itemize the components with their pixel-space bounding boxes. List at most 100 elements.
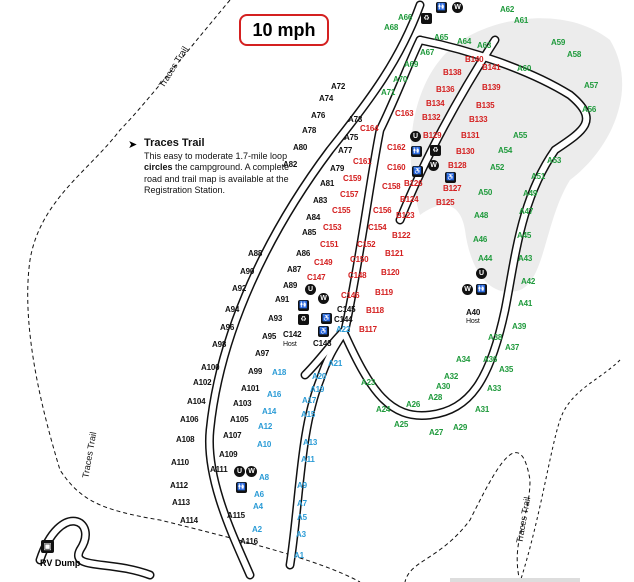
campsite-label[interactable]: A41 <box>518 299 533 308</box>
campsite-label[interactable]: C151 <box>320 240 339 249</box>
campsite-label[interactable]: A7 <box>297 499 307 508</box>
campsite-label[interactable]: A77 <box>338 146 353 155</box>
campsite-label[interactable]: C147 <box>307 273 326 282</box>
campsite-label[interactable]: A47 <box>519 207 534 216</box>
campsite-label[interactable]: A61 <box>514 16 529 25</box>
campsite-label[interactable]: A48 <box>474 211 489 220</box>
campsite-label[interactable]: A113 <box>172 498 190 507</box>
campsite-label[interactable]: A99 <box>248 367 263 376</box>
campsite-label[interactable]: B130 <box>456 147 475 156</box>
campsite-label[interactable]: A78 <box>302 126 317 135</box>
campsite-label[interactable]: A46 <box>473 235 488 244</box>
campsite-label[interactable]: A51 <box>531 172 546 181</box>
campsite-label[interactable]: A97 <box>255 349 270 358</box>
campsite-label[interactable]: B139 <box>482 83 501 92</box>
campsite-label[interactable]: A3 <box>296 530 306 539</box>
campsite-label[interactable]: B131 <box>461 131 480 140</box>
campsite-label[interactable]: B122 <box>392 231 411 240</box>
campsite-label[interactable]: A102 <box>193 378 212 387</box>
campsite-label[interactable]: B123 <box>396 211 415 220</box>
campsite-label[interactable]: A101 <box>241 384 260 393</box>
campsite-label[interactable]: C154 <box>368 223 387 232</box>
campsite-label[interactable]: A91 <box>275 295 290 304</box>
campsite-label[interactable]: C164 <box>360 124 379 133</box>
campsite-label[interactable]: B140 <box>465 55 484 64</box>
campsite-label[interactable]: A93 <box>268 314 283 323</box>
campsite-label[interactable]: A62 <box>500 5 515 14</box>
campsite-label[interactable]: A106 <box>180 415 199 424</box>
campsite-label[interactable]: C142 <box>283 330 302 339</box>
campsite-label[interactable]: A14 <box>262 407 277 416</box>
campsite-label[interactable]: B136 <box>436 85 455 94</box>
campsite-label[interactable]: A75 <box>344 133 359 142</box>
campsite-label[interactable]: A22 <box>336 325 351 334</box>
campsite-label[interactable]: A21 <box>328 359 343 368</box>
campsite-label[interactable]: A32 <box>444 372 459 381</box>
campsite-label[interactable]: A82 <box>283 160 298 169</box>
campsite-label[interactable]: A25 <box>394 420 409 429</box>
campsite-label[interactable]: A29 <box>453 423 468 432</box>
campsite-label[interactable]: A27 <box>429 428 444 437</box>
campsite-label[interactable]: A33 <box>487 384 502 393</box>
campsite-label[interactable]: A31 <box>475 405 490 414</box>
campsite-label[interactable]: B125 <box>436 198 455 207</box>
campsite-label[interactable]: A81 <box>320 179 335 188</box>
campsite-label[interactable]: A87 <box>287 265 302 274</box>
campsite-label[interactable]: C150 <box>350 255 369 264</box>
campsite-label[interactable]: C158 <box>382 182 401 191</box>
campsite-label[interactable]: A36 <box>483 355 498 364</box>
campsite-label[interactable]: A80 <box>293 143 308 152</box>
campsite-label[interactable]: A30 <box>436 382 451 391</box>
campsite-label[interactable]: A108 <box>176 435 195 444</box>
campsite-label[interactable]: A49 <box>523 189 538 198</box>
campsite-label[interactable]: A5 <box>297 513 307 522</box>
campsite-label[interactable]: A71 <box>381 88 396 97</box>
campsite-label[interactable]: B118 <box>366 306 384 315</box>
campsite-label[interactable]: A39 <box>512 322 527 331</box>
campsite-label[interactable]: A15 <box>301 410 316 419</box>
campsite-label[interactable]: A59 <box>551 38 566 47</box>
campsite-label[interactable]: A98 <box>212 340 227 349</box>
campsite-label[interactable]: B129 <box>423 131 442 140</box>
campsite-label[interactable]: A79 <box>330 164 345 173</box>
campsite-label[interactable]: A45 <box>517 231 532 240</box>
campsite-label[interactable]: A73 <box>348 115 363 124</box>
campsite-label[interactable]: C159 <box>343 174 362 183</box>
campsite-label[interactable]: A35 <box>499 365 514 374</box>
campsite-label[interactable]: A20 <box>312 372 327 381</box>
campsite-label[interactable]: A90 <box>240 267 255 276</box>
campsite-label[interactable]: A112 <box>170 481 188 490</box>
campsite-label[interactable]: A76 <box>311 111 326 120</box>
campsite-label[interactable]: A109 <box>219 450 238 459</box>
campsite-label[interactable]: A85 <box>302 228 317 237</box>
campsite-label[interactable]: A53 <box>547 156 562 165</box>
campsite-label[interactable]: A37 <box>505 343 520 352</box>
campsite-label[interactable]: A54 <box>498 146 513 155</box>
campsite-label[interactable]: A57 <box>584 81 599 90</box>
campsite-label[interactable]: B121 <box>385 249 404 258</box>
campsite-label[interactable]: B134 <box>426 99 445 108</box>
campsite-label[interactable]: A4 <box>253 502 263 511</box>
campsite-label[interactable]: A55 <box>513 131 528 140</box>
campsite-label[interactable]: B128 <box>448 161 467 170</box>
campsite-label[interactable]: C146 <box>341 291 360 300</box>
campsite-label[interactable]: A115 <box>227 511 245 520</box>
campsite-label[interactable]: A8 <box>259 473 269 482</box>
campsite-label[interactable]: A52 <box>490 163 505 172</box>
campsite-label[interactable]: B135 <box>476 101 495 110</box>
campsite-label[interactable]: A60 <box>517 64 532 73</box>
campsite-label[interactable]: B124 <box>400 195 419 204</box>
campsite-label[interactable]: A6 <box>254 490 264 499</box>
campsite-label[interactable]: A86 <box>296 249 311 258</box>
campsite-label[interactable]: A83 <box>313 196 328 205</box>
campsite-label[interactable]: A24 <box>376 405 391 414</box>
campsite-label[interactable]: A66 <box>398 13 413 22</box>
campsite-label[interactable]: C155 <box>332 206 351 215</box>
campsite-label[interactable]: A16 <box>267 390 282 399</box>
campsite-label[interactable]: C157 <box>340 190 359 199</box>
campsite-label[interactable]: A95 <box>262 332 277 341</box>
campsite-label[interactable]: B120 <box>381 268 400 277</box>
campsite-label[interactable]: A89 <box>283 281 298 290</box>
campsite-label[interactable]: C145 <box>337 305 356 314</box>
campsite-label[interactable]: A2 <box>252 525 262 534</box>
